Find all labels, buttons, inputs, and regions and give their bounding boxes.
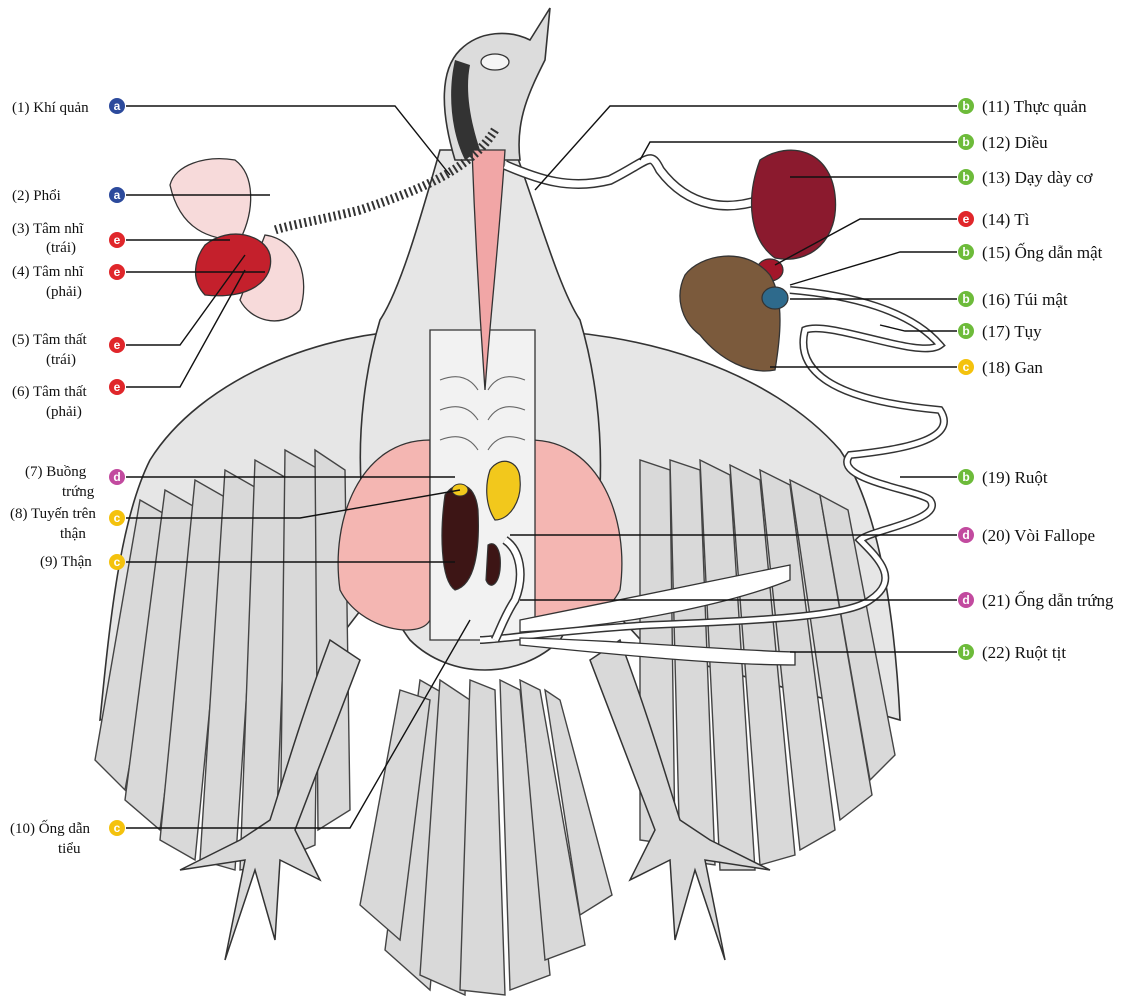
label-15-text: (15) Ống dẫn mật — [982, 243, 1103, 262]
label-21: d (21) Ống dẫn trứng — [958, 591, 1114, 610]
badge-3-letter: e — [114, 233, 121, 247]
label-20-text: (20) Vòi Fallope — [982, 526, 1095, 545]
label-6-line1: (6) Tâm thất — [12, 384, 88, 400]
label-5-line2: (trái) — [46, 352, 76, 368]
label-16-text: (16) Túi mật — [982, 290, 1068, 309]
badge-17-letter: b — [962, 324, 969, 338]
badge-16-letter: b — [962, 292, 969, 306]
label-4-line1: (4) Tâm nhĩ — [12, 264, 84, 280]
label-8: (8) Tuyến trên thận c — [10, 506, 125, 542]
label-21-text: (21) Ống dẫn trứng — [982, 591, 1114, 610]
label-4: (4) Tâm nhĩ (phải) e — [12, 264, 125, 300]
badge-4-letter: e — [114, 265, 121, 279]
label-6-line2: (phải) — [46, 404, 82, 420]
label-1-text: (1) Khí quản — [12, 100, 89, 116]
label-17-text: (17) Tụy — [982, 322, 1042, 341]
badge-14-letter: e — [963, 212, 970, 226]
label-2-text: (2) Phổi — [12, 188, 61, 204]
gallbladder — [762, 287, 788, 309]
label-14: e (14) Tì — [958, 210, 1030, 229]
label-6: (6) Tâm thất (phải) e — [12, 379, 125, 420]
label-1: (1) Khí quản a — [12, 98, 125, 116]
label-18-text: (18) Gan — [982, 358, 1043, 377]
label-11-text: (11) Thực quản — [982, 97, 1087, 116]
badge-20-letter: d — [962, 528, 969, 542]
liver — [680, 256, 780, 371]
label-3: (3) Tâm nhĩ (trái) e — [12, 221, 125, 256]
label-5-line1: (5) Tâm thất — [12, 332, 88, 348]
label-7: (7) Buồng trứng d — [25, 464, 125, 500]
badge-11-letter: b — [962, 99, 969, 113]
label-9: (9) Thận c — [40, 554, 125, 570]
tail-feathers — [360, 680, 612, 995]
label-11: b (11) Thực quản — [958, 97, 1087, 116]
label-22-text: (22) Ruột tịt — [982, 643, 1066, 662]
label-4-line2: (phải) — [46, 284, 82, 300]
eye — [481, 54, 509, 70]
badge-12-letter: b — [962, 135, 969, 149]
badge-21-letter: d — [962, 593, 969, 607]
badge-15-letter: b — [962, 245, 969, 259]
gizzard — [752, 150, 836, 259]
label-2: (2) Phổi a — [12, 187, 125, 204]
label-10: (10) Ống dẫn tiểu c — [10, 819, 125, 857]
label-17: b (17) Tụy — [958, 322, 1042, 341]
label-12: b (12) Diều — [958, 133, 1048, 152]
label-10-line2: tiểu — [58, 841, 81, 857]
badge-1-letter: a — [114, 99, 121, 113]
label-20: d (20) Vòi Fallope — [958, 526, 1095, 545]
label-14-text: (14) Tì — [982, 210, 1030, 229]
badge-9-letter: c — [114, 555, 121, 569]
label-8-line2: thận — [60, 526, 86, 542]
label-8-line1: (8) Tuyến trên — [10, 506, 96, 522]
label-7-line2: trứng — [62, 484, 95, 500]
badge-7-letter: d — [113, 470, 120, 484]
label-16: b (16) Túi mật — [958, 290, 1068, 309]
label-9-text: (9) Thận — [40, 554, 92, 570]
badge-18-letter: c — [963, 360, 970, 374]
badge-22-letter: b — [962, 645, 969, 659]
label-18: c (18) Gan — [958, 358, 1043, 377]
label-3-line2: (trái) — [46, 240, 76, 256]
label-22: b (22) Ruột tịt — [958, 643, 1066, 662]
lung-left — [170, 159, 251, 240]
badge-19-letter: b — [962, 470, 969, 484]
label-19-text: (19) Ruột — [982, 468, 1048, 487]
label-10-line1: (10) Ống dẫn — [10, 819, 90, 837]
badge-10-letter: c — [114, 821, 121, 835]
label-13: b (13) Dạy dày cơ — [958, 168, 1093, 187]
badge-6-letter: e — [114, 380, 121, 394]
bird-illustration — [95, 8, 944, 995]
badge-2-letter: a — [114, 188, 121, 202]
badge-5-letter: e — [114, 338, 121, 352]
label-13-text: (13) Dạy dày cơ — [982, 168, 1093, 187]
label-12-text: (12) Diều — [982, 133, 1048, 152]
label-15: b (15) Ống dẫn mật — [958, 243, 1103, 262]
kidney-right — [486, 544, 500, 585]
badge-8-letter: c — [114, 511, 121, 525]
label-7-line1: (7) Buồng — [25, 464, 87, 480]
label-5: (5) Tâm thất (trái) e — [12, 332, 125, 368]
badge-13-letter: b — [962, 170, 969, 184]
label-19: b (19) Ruột — [958, 468, 1048, 487]
label-3-line1: (3) Tâm nhĩ — [12, 221, 84, 237]
